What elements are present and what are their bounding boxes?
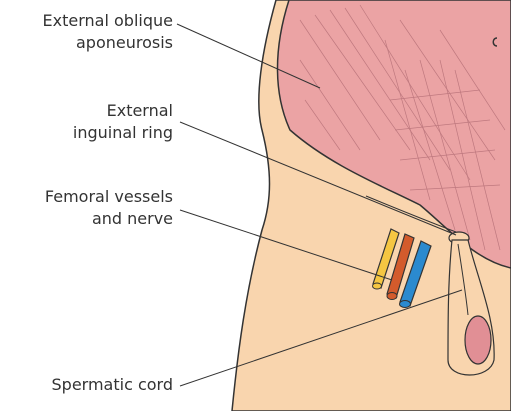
label-external-oblique-aponeurosis: External oblique aponeurosis bbox=[43, 10, 173, 54]
label-external-inguinal-ring: External inguinal ring bbox=[73, 100, 173, 144]
label-line: Femoral vessels bbox=[45, 186, 173, 208]
label-spermatic-cord: Spermatic cord bbox=[52, 374, 173, 396]
label-line: External oblique bbox=[43, 10, 173, 32]
label-line: External bbox=[73, 100, 173, 122]
label-line: and nerve bbox=[45, 208, 173, 230]
label-femoral-vessels-and-nerve: Femoral vessels and nerve bbox=[45, 186, 173, 230]
testis bbox=[465, 316, 491, 364]
label-line: inguinal ring bbox=[73, 122, 173, 144]
label-line: aponeurosis bbox=[43, 32, 173, 54]
label-line: Spermatic cord bbox=[52, 374, 173, 396]
